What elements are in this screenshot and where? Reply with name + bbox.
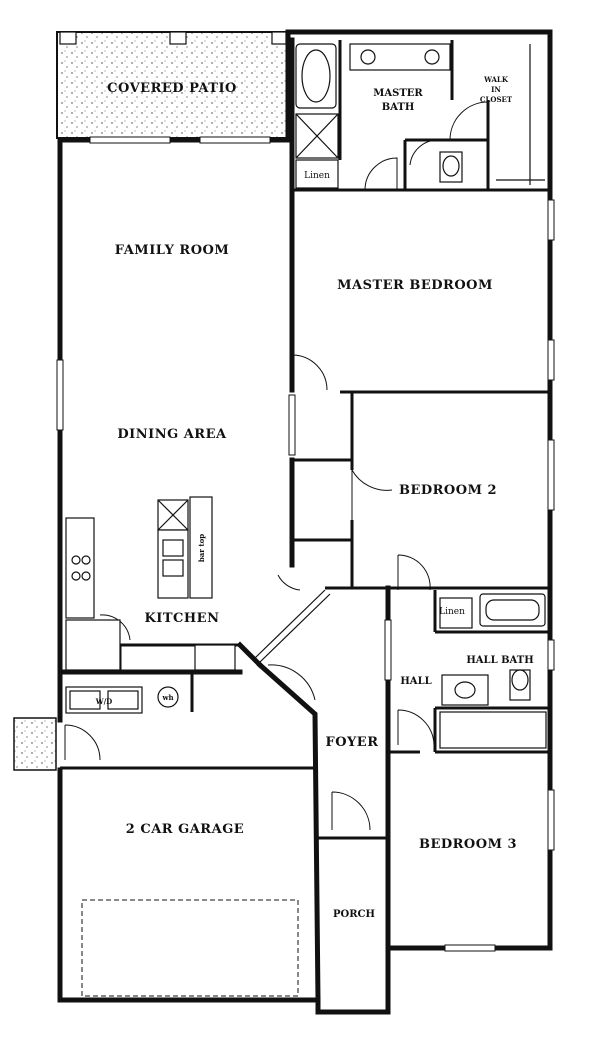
bedroom-2-label: BEDROOM 2 bbox=[399, 483, 497, 498]
dining-area-label: DINING AREA bbox=[117, 427, 227, 442]
foyer-label: FOYER bbox=[325, 735, 378, 750]
porch-label: PORCH bbox=[333, 909, 375, 920]
side-stoop bbox=[13, 717, 57, 771]
walk-in-closet-label-3: CLOSET bbox=[480, 95, 513, 104]
hall-label: HALL bbox=[400, 676, 431, 687]
walk-in-closet-label-2: IN bbox=[491, 85, 501, 94]
master-bath-label-2: BATH bbox=[382, 102, 415, 113]
interior-walls bbox=[57, 37, 550, 1003]
family-room-label: FAMILY ROOM bbox=[115, 243, 229, 258]
hall-bath-label: HALL BATH bbox=[466, 655, 533, 666]
bar-top-label: bar top bbox=[197, 534, 206, 562]
washer-dryer-label: W/D bbox=[95, 697, 113, 706]
kitchen-label: KITCHEN bbox=[145, 611, 220, 626]
bedroom-3-label: BEDROOM 3 bbox=[419, 837, 517, 852]
walk-in-closet-label-1: WALK bbox=[483, 75, 509, 84]
fixtures bbox=[56, 43, 555, 997]
covered-patio-label: COVERED PATIO bbox=[107, 81, 237, 96]
door-swings bbox=[64, 101, 489, 831]
water-heater-label: wh bbox=[161, 693, 173, 702]
master-bath-label-1: MASTER bbox=[373, 88, 423, 99]
linen-master-label: Linen bbox=[304, 171, 330, 181]
garage-label: 2 CAR GARAGE bbox=[126, 822, 244, 837]
master-bedroom-label: MASTER BEDROOM bbox=[337, 278, 493, 293]
covered-patio bbox=[56, 31, 288, 139]
linen-hall-label: Linen bbox=[439, 607, 465, 617]
